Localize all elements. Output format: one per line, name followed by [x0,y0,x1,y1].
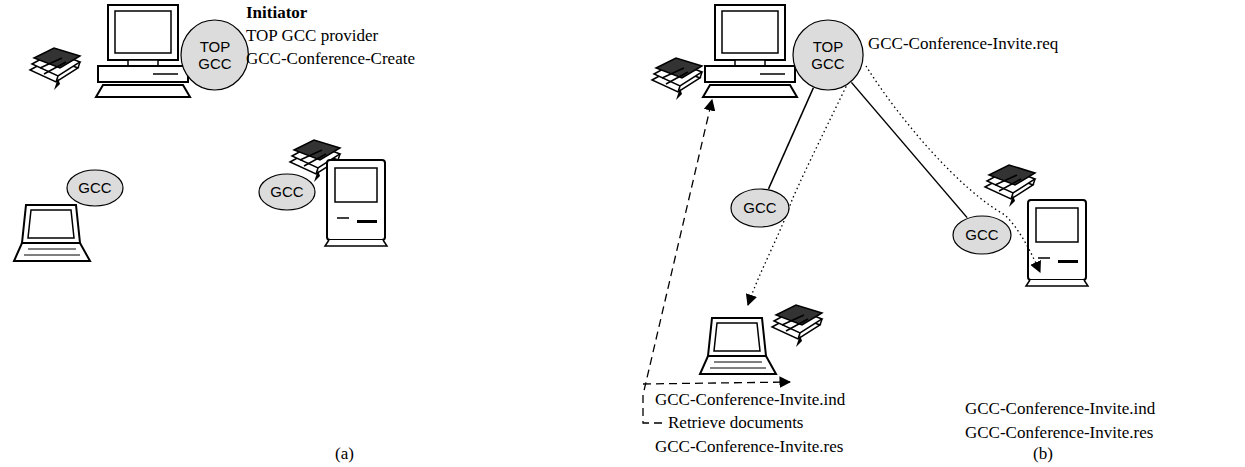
conference-link [851,82,967,217]
message-label: Retrieve documents [668,414,804,433]
message-label: GCC-Conference-Invite.ind [655,391,845,410]
message-label: TOP GCC provider [246,27,378,46]
retrieve-path [643,382,790,384]
gcc-provider: GCC [952,215,1012,255]
panel-label: (a) [335,445,354,464]
gcc-provider: GCC [730,188,790,228]
message-label: GCC-Conference-Invite.res [655,438,843,457]
gcc-provider: GCC [66,169,124,207]
node-text: GCC [743,199,776,216]
message-label: GCC-Conference-Invite.ind [965,400,1155,419]
node-text: GCC [78,179,111,196]
gcc-provider: TOP GCC [792,19,864,91]
message-label: Initiator [246,4,307,23]
gcc-provider: GCC [258,173,316,211]
node-text: GCC [965,226,998,243]
invite-message [748,62,858,305]
retrieve-path [643,100,712,423]
panel-label: (b) [1033,445,1053,464]
invite-message [866,66,1040,272]
conference-link [769,88,814,189]
gcc-provider: TOP GCC [180,19,249,91]
node-text: GCC [270,183,303,200]
message-label: GCC-Conference-Invite.req [868,35,1058,54]
node-text: TOP GCC [805,38,851,73]
message-label: GCC-Conference-Create [246,50,415,69]
message-label: GCC-Conference-Invite.res [965,424,1153,443]
node-text: TOP GCC [193,38,237,73]
